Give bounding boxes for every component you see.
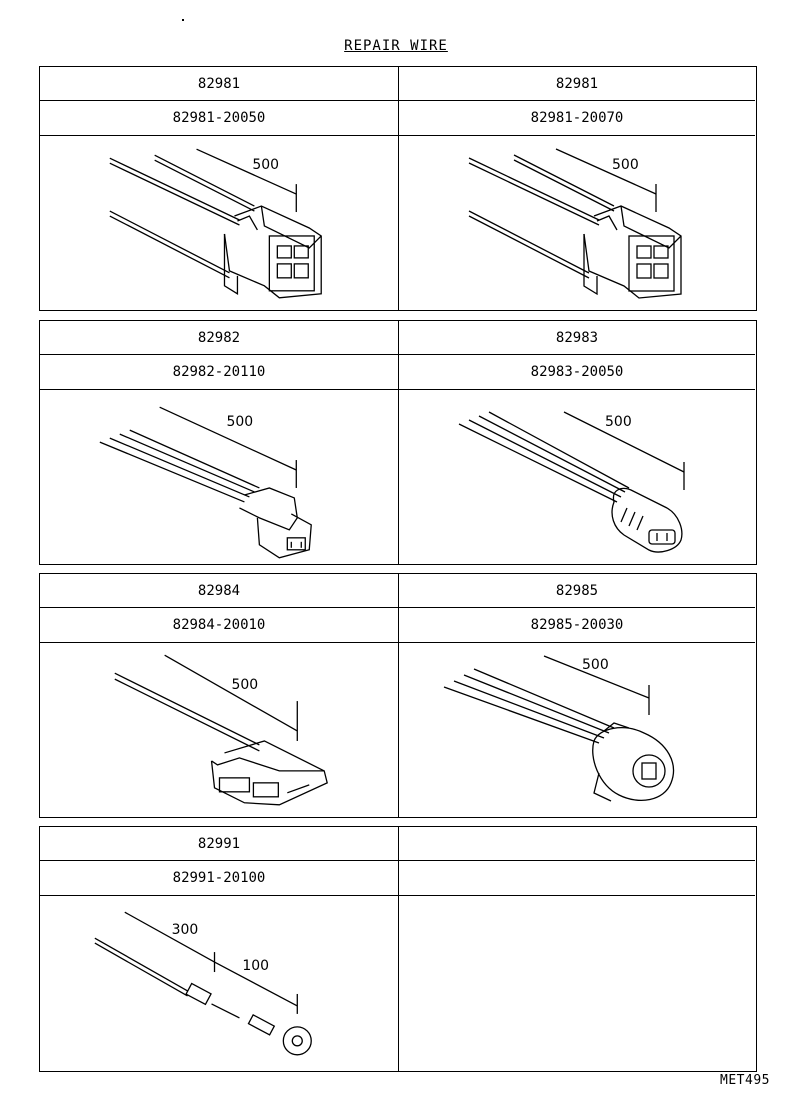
part-cell-82982-20110: 82982 82982-20110 500	[40, 321, 399, 564]
part-cell-82981-20050: 82981 82981-20050 500	[40, 67, 399, 310]
dim-label: 500	[252, 157, 279, 173]
connector-4pin-illustration: 500	[109, 148, 322, 299]
connector-drawing: 500	[40, 136, 398, 310]
empty-drawing-area	[399, 896, 755, 1071]
connector-flat-illustration: 500	[114, 654, 328, 806]
connector-drawing: 500	[40, 390, 398, 564]
ring-terminal-illustration: 300 100	[94, 911, 312, 1056]
connector-round-large-illustration: 500	[443, 655, 675, 802]
connector-drawing: 500	[399, 643, 755, 817]
dim-label: 300	[172, 922, 199, 938]
connector-round-illustration: 500	[458, 411, 685, 553]
connector-drawing: 500	[399, 136, 755, 310]
dim-label: 100	[242, 958, 269, 974]
figure-code: MET495	[720, 1073, 770, 1088]
empty-cell	[399, 827, 755, 1071]
part-number: 82983	[399, 321, 755, 355]
part-code: 82985-20030	[399, 608, 755, 643]
connector-4pin-illustration: 500	[468, 148, 682, 299]
connector-2pin-illustration: 500	[99, 406, 312, 559]
part-number: 82984	[40, 574, 398, 608]
part-code: 82981-20050	[40, 101, 398, 136]
connector-drawing: 500	[399, 390, 755, 564]
repair-wire-block-1: 82981 82981-20050 500	[39, 66, 757, 311]
repair-wire-block-3: 82984 82984-20010 500 82985 82985-20030	[39, 573, 757, 818]
part-code: 82981-20070	[399, 101, 755, 136]
part-number: 82982	[40, 321, 398, 355]
dim-label: 500	[582, 657, 609, 673]
dim-label: 500	[612, 157, 639, 173]
part-number: 82985	[399, 574, 755, 608]
part-cell-82981-20070: 82981 82981-20070 500	[399, 67, 755, 310]
part-number: 82981	[399, 67, 755, 101]
part-code	[399, 861, 755, 896]
repair-wire-block-2: 82982 82982-20110 500 82983 82983-20050	[39, 320, 757, 565]
part-number: 82981	[40, 67, 398, 101]
part-code: 82984-20010	[40, 608, 398, 643]
terminal-drawing: 300 100	[40, 896, 398, 1071]
part-cell-82991-20100: 82991 82991-20100 300 100	[40, 827, 399, 1071]
dim-label: 500	[226, 414, 253, 430]
dim-label: 500	[231, 677, 258, 693]
part-number	[399, 827, 755, 861]
page-title: REPAIR WIRE	[344, 38, 448, 54]
connector-drawing: 500	[40, 643, 398, 817]
part-code: 82991-20100	[40, 861, 398, 896]
dim-label: 500	[605, 414, 632, 430]
part-code: 82982-20110	[40, 355, 398, 390]
part-cell-82983-20050: 82983 82983-20050 500	[399, 321, 755, 564]
repair-wire-block-4: 82991 82991-20100 300 100	[39, 826, 757, 1072]
part-cell-82985-20030: 82985 82985-20030 500	[399, 574, 755, 817]
part-cell-82984-20010: 82984 82984-20010 500	[40, 574, 399, 817]
speck-mark	[182, 19, 184, 21]
part-number: 82991	[40, 827, 398, 861]
part-code: 82983-20050	[399, 355, 755, 390]
